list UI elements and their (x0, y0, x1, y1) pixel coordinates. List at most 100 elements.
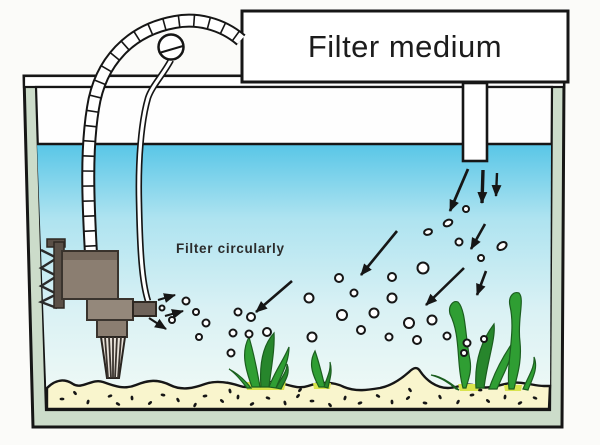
hose-ridge (120, 40, 130, 51)
flow-arrow (491, 172, 502, 197)
hose-ridge (147, 23, 154, 36)
bubble (306, 331, 318, 343)
flow-arrow (448, 168, 470, 212)
hose-ridges (81, 14, 241, 248)
plant-middle (228, 331, 290, 390)
bubble (246, 312, 256, 322)
sand-speckle (265, 396, 271, 400)
bubble (336, 309, 348, 321)
sand-speckle (160, 393, 166, 397)
hose-ridge (88, 94, 102, 99)
flow-arrow (469, 223, 487, 250)
hose-ridge (84, 244, 97, 248)
flow-arrow (164, 309, 184, 319)
bubble (228, 328, 238, 338)
flow-label: Filter circularly (176, 241, 285, 256)
sand-speckle (486, 399, 490, 403)
air-tube (135, 33, 185, 302)
pump-mid-body (86, 298, 134, 321)
filter-medium-label: Filter medium (308, 29, 502, 64)
bubble (386, 292, 398, 304)
bubble (303, 292, 315, 304)
flow-arrow (475, 270, 488, 296)
sand-speckle (115, 402, 121, 406)
sand-speckle (375, 394, 381, 398)
hose-ridge (133, 30, 142, 43)
bubble (426, 314, 438, 326)
bubble (262, 327, 272, 337)
sand-speckles (59, 387, 538, 408)
hose-ridge (219, 22, 227, 35)
sand-speckle (390, 399, 394, 405)
bubble (496, 240, 508, 252)
bubble (412, 335, 422, 345)
bubble (168, 316, 176, 324)
bubble (384, 332, 394, 342)
pump-lower-body (96, 319, 128, 338)
hose-ridge (192, 14, 196, 28)
sand-speckle (59, 397, 65, 401)
outlet-pipe (461, 81, 489, 163)
flow-arrow (477, 169, 488, 204)
bubble (416, 261, 430, 275)
sand-speckle (422, 401, 428, 405)
sand-speckle (456, 399, 460, 405)
bubble (244, 329, 254, 339)
sand-speckle (503, 394, 507, 400)
hose-ridge (206, 16, 212, 30)
sand-speckle (532, 396, 538, 400)
bubble (349, 288, 359, 298)
hose-ridge (109, 51, 121, 61)
hose-ridge (93, 79, 107, 86)
flow-arrow (425, 267, 465, 306)
hose-ridge (86, 109, 99, 114)
sand-speckle (309, 399, 315, 403)
pump-outlet-nozzle (132, 301, 157, 317)
sand-speckle (298, 387, 302, 393)
sand-speckle (249, 402, 255, 406)
sand-speckle (236, 394, 240, 400)
hose-ridge (83, 229, 97, 233)
bubble (480, 335, 488, 343)
hose-ridge (100, 64, 113, 73)
sand-speckle (438, 394, 442, 400)
bubble (442, 331, 452, 341)
sand-speckle (357, 401, 363, 405)
filter-medium-box: Filter medium (240, 9, 570, 84)
sand-speckle (405, 396, 411, 400)
sand-speckle (130, 395, 134, 401)
sand-speckle (469, 393, 475, 397)
bubble (403, 317, 415, 329)
bubbles (158, 205, 508, 358)
flow-arrow (157, 293, 176, 303)
plant-small (310, 349, 332, 389)
hose-ridge (231, 30, 241, 42)
bubble (226, 348, 236, 358)
water-body (37, 144, 551, 409)
bubble (477, 254, 485, 262)
hose-ridge (82, 139, 96, 143)
sand-speckle (517, 401, 523, 405)
bubble (462, 338, 472, 348)
powerhead-pump (38, 238, 157, 379)
sand-speckle (328, 402, 332, 408)
air-tube-cap (157, 33, 185, 61)
bubble (195, 333, 203, 341)
sand-speckle (408, 387, 412, 393)
sand-speckle (147, 401, 153, 405)
bubble (201, 318, 211, 328)
sand-speckle (86, 399, 90, 405)
sand-speckle (176, 397, 180, 403)
sand-speckle (296, 393, 300, 399)
bubble (460, 349, 468, 357)
sand-speckle (228, 388, 232, 394)
bubble (233, 307, 243, 317)
pump-intake-strainer (99, 336, 127, 379)
sand-speckle (202, 394, 208, 398)
corrugated-hose (81, 13, 246, 255)
bubble (192, 308, 200, 316)
flow-arrow (148, 317, 167, 330)
sand-speckle (283, 400, 287, 406)
